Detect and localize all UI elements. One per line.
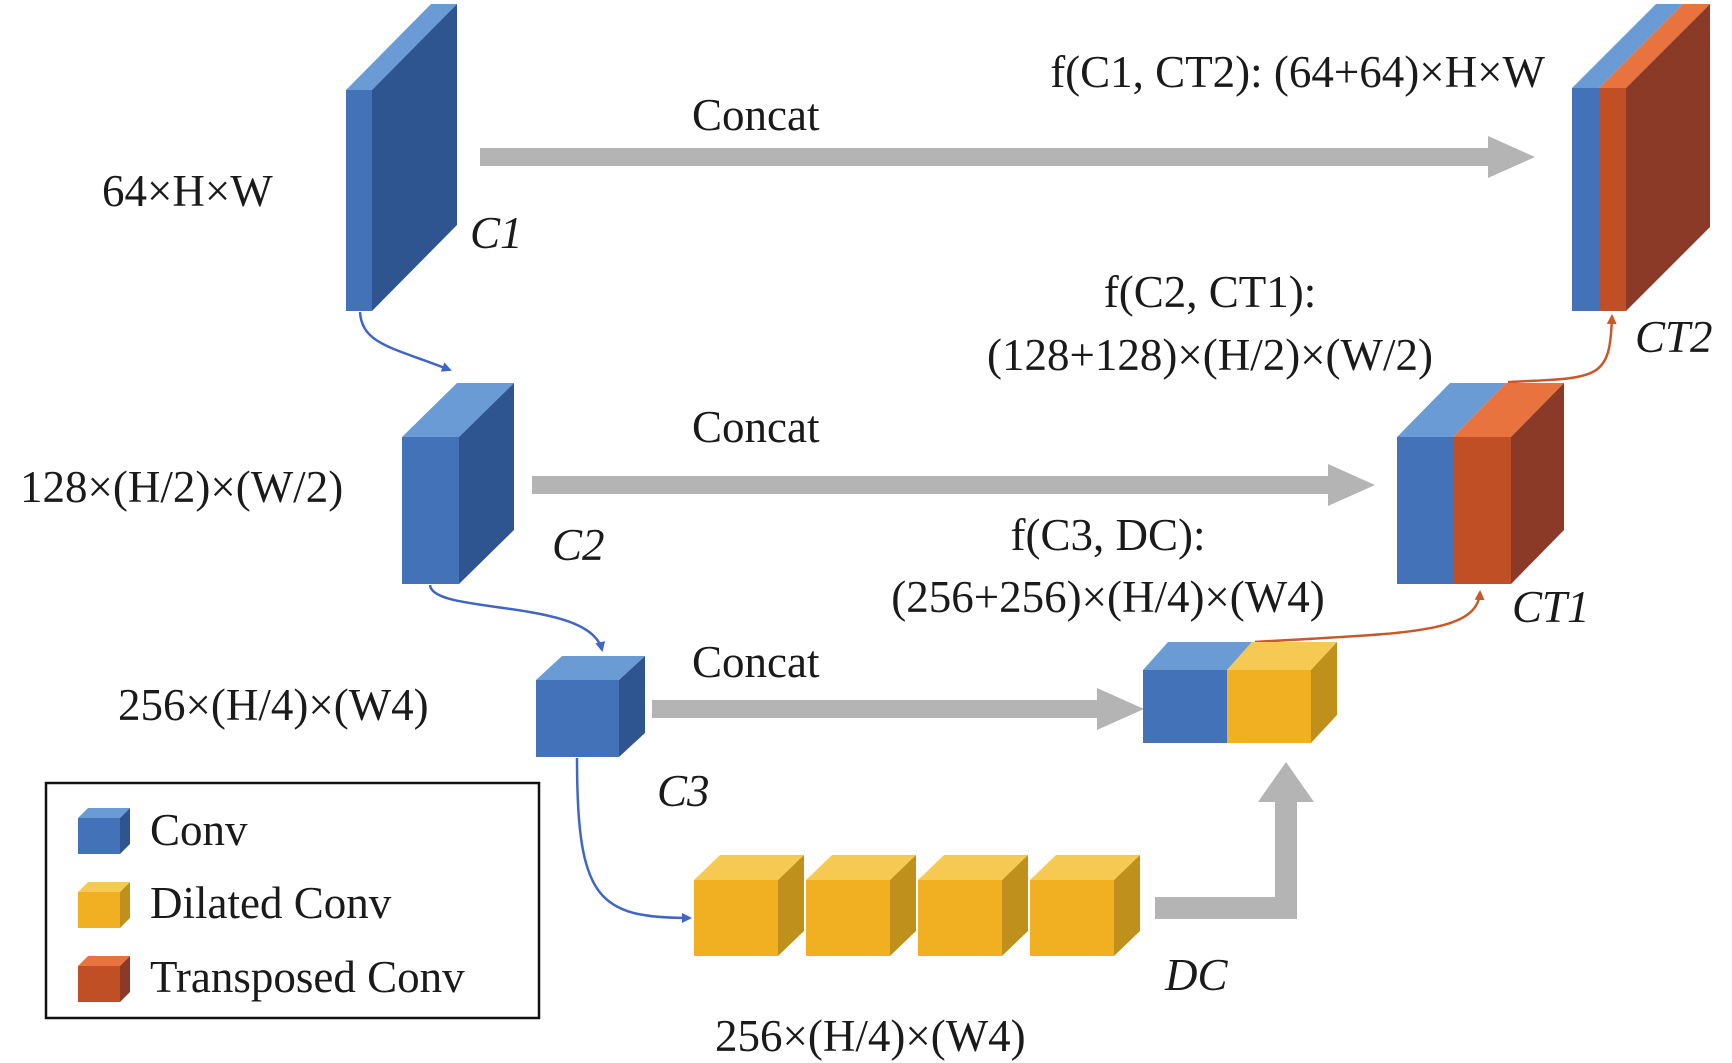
concat-annotation-c3-dc-line2: (256+256)×(H/4)×(W4) <box>891 572 1325 622</box>
concat-annotation-c3-dc-line1: f(C3, DC): <box>1011 510 1206 560</box>
dim-label-c3: 256×(H/4)×(W4) <box>118 680 429 730</box>
c1-to-c2-link <box>358 311 452 372</box>
block-name-c2: C2 <box>552 520 605 570</box>
dc-block-1 <box>694 855 804 956</box>
legend-label-dilated-conv: Dilated Conv <box>150 878 392 928</box>
concat3-to-ct1-link <box>1254 590 1485 644</box>
concat-annotation-c1-ct2: f(C1, CT2): (64+64)×H×W <box>1050 47 1545 97</box>
c2-to-c3-link <box>428 584 606 652</box>
dim-label-dc: 256×(H/4)×(W4) <box>715 1011 1026 1061</box>
c3-to-dc-link <box>575 757 692 923</box>
concat-arrow-mid <box>532 464 1375 506</box>
dc-block-4 <box>1030 855 1140 956</box>
ct1-block <box>1397 383 1564 584</box>
block-name-dc: DC <box>1164 950 1228 1000</box>
block-name-c1: C1 <box>470 208 523 258</box>
concat-label-top: Concat <box>692 90 820 140</box>
dc-block-2 <box>806 855 916 956</box>
concat-label-mid: Concat <box>692 402 820 452</box>
block-name-ct2: CT2 <box>1635 312 1713 362</box>
c3-block <box>536 656 645 757</box>
legend: Conv Dilated Conv Transposed Conv <box>44 781 541 1020</box>
legend-swatch-dilated-conv <box>78 882 130 928</box>
legend-label-conv: Conv <box>150 805 248 855</box>
dc-to-concat-arrow <box>1155 762 1314 919</box>
c2-block <box>402 383 514 584</box>
concat-annotation-c2-ct1-line1: f(C2, CT1): <box>1104 267 1316 317</box>
block-name-c3: C3 <box>657 766 710 816</box>
block-name-ct1: CT1 <box>1512 582 1590 632</box>
concat-annotation-c2-ct1-line2: (128+128)×(H/2)×(W/2) <box>987 330 1433 380</box>
legend-swatch-transposed-conv <box>78 956 130 1002</box>
c1-block <box>346 4 457 311</box>
concat-arrow-bottom <box>652 688 1144 730</box>
concat-label-bottom: Concat <box>692 637 820 687</box>
ct2-block <box>1572 4 1710 311</box>
legend-label-transposed-conv: Transposed Conv <box>150 952 465 1002</box>
dc-block-3 <box>918 855 1028 956</box>
concat-arrow-top <box>480 136 1535 178</box>
ct1-to-ct2-link <box>1507 314 1617 384</box>
dim-label-c1: 64×H×W <box>102 166 273 216</box>
concat-c3-dc-block <box>1143 642 1337 743</box>
dim-label-c2: 128×(H/2)×(W/2) <box>20 462 343 512</box>
legend-swatch-conv <box>78 808 130 854</box>
